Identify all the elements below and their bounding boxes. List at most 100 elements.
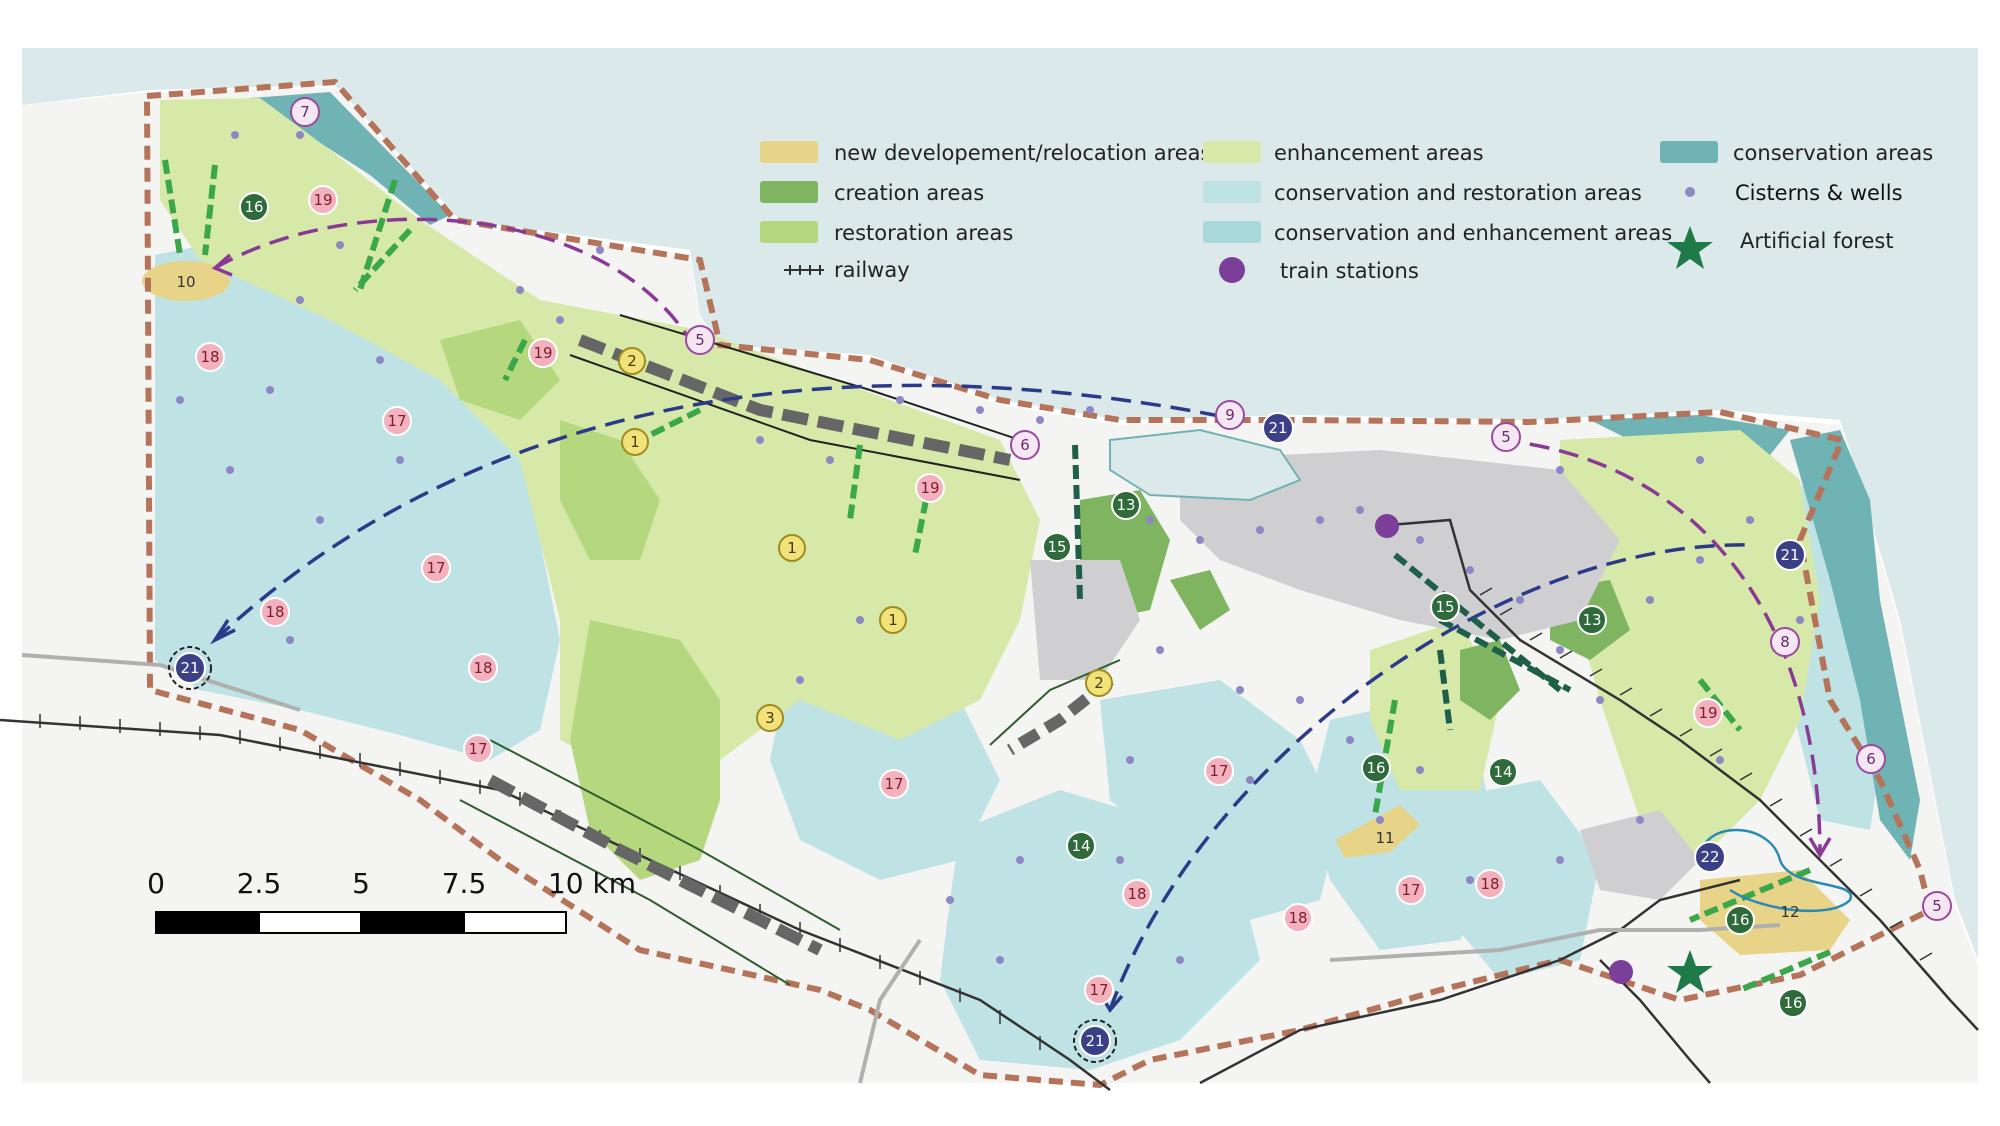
- marker-circle: [1770, 627, 1800, 657]
- legend-forest-star-icon: [1667, 226, 1713, 269]
- marker-number: 5: [1932, 897, 1942, 915]
- roads: [21, 653, 1781, 1084]
- marker-circle: [1396, 875, 1426, 905]
- marker-circle: [879, 606, 907, 634]
- project-boundary: [143, 78, 1934, 1089]
- marker-number: 14: [1493, 763, 1512, 781]
- site-marker: 5: [1491, 422, 1521, 452]
- legend-label: new developement/relocation areas: [834, 141, 1211, 165]
- site-marker: 16: [239, 192, 269, 222]
- marker-number: 21: [180, 659, 199, 677]
- marker-number: 18: [1288, 909, 1307, 927]
- site-marker: 19: [1693, 698, 1723, 728]
- site-marker: 2: [618, 347, 646, 375]
- marker-circle: [1774, 539, 1806, 571]
- area-label: 11: [1375, 829, 1394, 847]
- marker-number: 15: [1435, 598, 1454, 616]
- site-marker: 6: [1856, 744, 1886, 774]
- marker-number: 21: [1780, 546, 1799, 564]
- marker-circle: [1361, 753, 1391, 783]
- site-22-ring: [1698, 828, 1853, 913]
- site-marker: 17: [1204, 756, 1234, 786]
- marker-circle: [1725, 905, 1755, 935]
- legend-label: conservation areas: [1733, 141, 1933, 165]
- scale-label: 0: [147, 867, 165, 900]
- marker-circle: [260, 597, 290, 627]
- restoration-zones: [440, 320, 720, 880]
- site-marker: 7: [290, 97, 320, 127]
- marker-number: 18: [265, 603, 284, 621]
- legend-label: enhancement areas: [1274, 141, 1484, 165]
- marker-circle: [1694, 841, 1726, 873]
- marker-circle: [174, 652, 206, 684]
- marker-ring: [168, 646, 212, 690]
- marker-circle: [1111, 490, 1141, 520]
- marker-circle: [1122, 879, 1152, 909]
- marker-circle: [1693, 698, 1723, 728]
- marker-circle: [1577, 605, 1607, 635]
- marker-number: 21: [1085, 1032, 1104, 1050]
- marker-circle: [1778, 988, 1808, 1018]
- marker-number: 16: [1730, 911, 1749, 929]
- marker-circle: [879, 769, 909, 799]
- marker-circle: [778, 534, 806, 562]
- site-marker: 19: [528, 338, 558, 368]
- site-marker: 13: [1577, 605, 1607, 635]
- marker-circle: [1856, 744, 1886, 774]
- site-marker: 18: [468, 653, 498, 683]
- marker-number: 3: [765, 709, 775, 727]
- site-marker: 1: [778, 534, 806, 562]
- marker-number: 13: [1116, 496, 1135, 514]
- site-marker: 9: [1215, 400, 1245, 430]
- site-marker: 18: [260, 597, 290, 627]
- site-marker: 14: [1066, 831, 1096, 861]
- site-marker: 8: [1770, 627, 1800, 657]
- marker-number: 18: [1127, 885, 1146, 903]
- site-marker: 21: [1073, 1019, 1117, 1063]
- site-marker: 13: [1111, 490, 1141, 520]
- marker-circle: [1488, 757, 1518, 787]
- site-marker: 16: [1725, 905, 1755, 935]
- marker-number: 16: [244, 198, 263, 216]
- marker-circle: [1475, 869, 1505, 899]
- marker-number: 14: [1071, 837, 1090, 855]
- marker-circle: [621, 428, 649, 456]
- marker-circle: [1042, 532, 1072, 562]
- marker-number: 2: [1094, 674, 1104, 692]
- site-marker: 17: [1396, 875, 1426, 905]
- site-marker: 17: [421, 553, 451, 583]
- marker-number: 13: [1582, 611, 1601, 629]
- site-marker: 19: [308, 185, 338, 215]
- legend-train-station-icon: [1219, 257, 1245, 283]
- lagoon: [1109, 428, 1302, 502]
- scale-label: 7.5: [442, 867, 487, 900]
- site-marker: 21: [168, 646, 212, 690]
- legend-swatch-enhancement: [1203, 141, 1261, 163]
- marker-number: 17: [1401, 881, 1420, 899]
- marker-circle: [1010, 430, 1040, 460]
- site-marker: 17: [1084, 975, 1114, 1005]
- marker-number: 1: [787, 539, 797, 557]
- marker-number: 7: [300, 103, 310, 121]
- marker-circle: [290, 97, 320, 127]
- legend-label: conservation and enhancement areas: [1274, 221, 1672, 245]
- scale-label: 5: [352, 867, 370, 900]
- marker-circle: [195, 342, 225, 372]
- train-station: [1609, 960, 1633, 984]
- dark-green-links: [1072, 444, 1572, 731]
- site-marker: 18: [1475, 869, 1505, 899]
- legend-cistern-icon: [1685, 187, 1695, 197]
- marker-number: 18: [200, 348, 219, 366]
- urban-zones: [1030, 450, 1700, 900]
- marker-number: 22: [1700, 848, 1719, 866]
- site-marker: 3: [756, 704, 784, 732]
- site-marker: 17: [463, 734, 493, 764]
- marker-number: 17: [426, 559, 445, 577]
- train-station-marks: [1375, 514, 1633, 984]
- site-marker: 5: [685, 325, 715, 355]
- marker-circle: [421, 553, 451, 583]
- sea: [22, 48, 1978, 960]
- site-marker: 17: [879, 769, 909, 799]
